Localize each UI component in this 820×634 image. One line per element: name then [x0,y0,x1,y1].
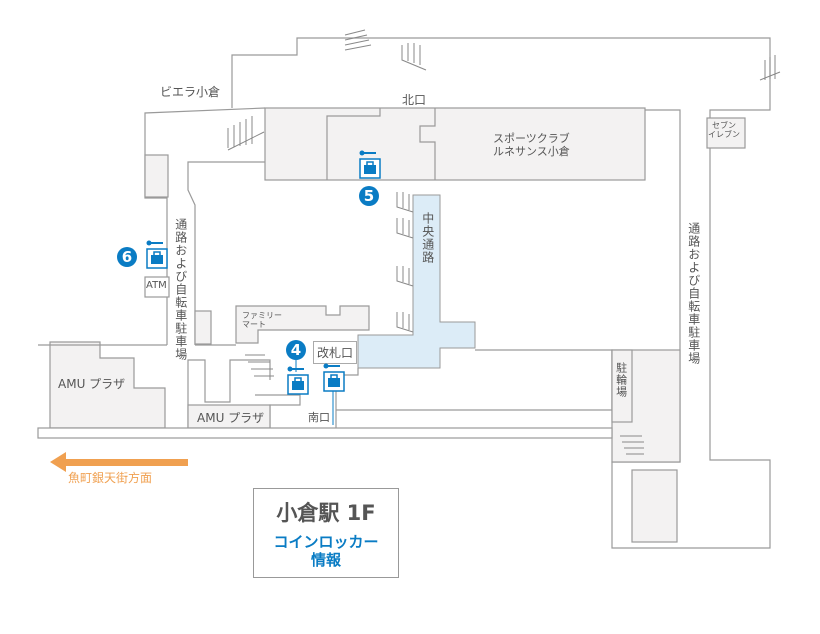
lower-right-building [631,469,678,543]
family-mart-store [235,305,370,344]
coin-locker-icon[interactable] [286,366,310,396]
coin-locker-info-title: コインロッカー情報 [254,533,398,569]
coin-locker-title-line2: 情報 [310,551,341,569]
atm-box [144,276,170,298]
direction-arrow-icon [50,452,188,472]
coin-locker-title-line1: コインロッカー [273,533,379,551]
sports-club-line1: スポーツクラブ [493,132,570,145]
locker-number-5[interactable]: 5 [359,186,379,206]
direction-label: 魚町銀天街方面 [68,471,153,485]
seven-eleven-line1: セブン [712,121,736,130]
stairs-icon [227,29,781,455]
locker-number-4[interactable]: 4 [286,340,306,360]
central-passage-area [357,194,476,369]
atm-label: ATM [146,280,167,291]
right-passage-label: 通路および自転車駐車場 [686,222,701,365]
locker-number-6[interactable]: 6 [117,247,137,267]
coin-locker-icon[interactable] [322,363,346,393]
north-block [264,107,646,181]
seven-eleven-store [706,117,746,149]
sports-club-label: スポーツクラブルネサンス小倉 [493,132,570,158]
viera-kokura-label: ビエラ小倉 [160,85,221,99]
amu-plaza-left-label: AMU プラザ [58,377,126,391]
amu-plaza-left-building [49,341,166,429]
family-mart-line1: ファミリー [242,311,282,320]
coin-locker-icon[interactable] [145,240,169,270]
family-mart-line2: マート [242,320,266,330]
south-exit-label[interactable]: 南口 [308,411,330,424]
ticket-gate-label[interactable]: 改札口 [313,341,358,364]
map-title-box: 小倉駅 1F コインロッカー情報 [253,488,399,578]
bicycle-parking-label: 駐輪場 [614,362,628,398]
left-passage-label: 通路および自転車駐車場 [173,218,188,361]
seven-eleven-line2: イレブン [708,130,740,140]
amu-plaza-bottom-label: AMU プラザ [197,411,265,425]
south-corridor [37,427,613,439]
left-shop [144,154,169,198]
central-passage-label: 中央通路 [420,212,435,264]
coin-locker-icon[interactable] [358,150,382,180]
family-mart-label: ファミリーマート [242,311,282,329]
north-exit-label[interactable]: 北口 [402,93,427,107]
station-floor-title: 小倉駅 1F [276,501,376,525]
sports-club-line2: ルネサンス小倉 [493,144,570,158]
seven-eleven-label: セブンイレブン [708,121,740,139]
